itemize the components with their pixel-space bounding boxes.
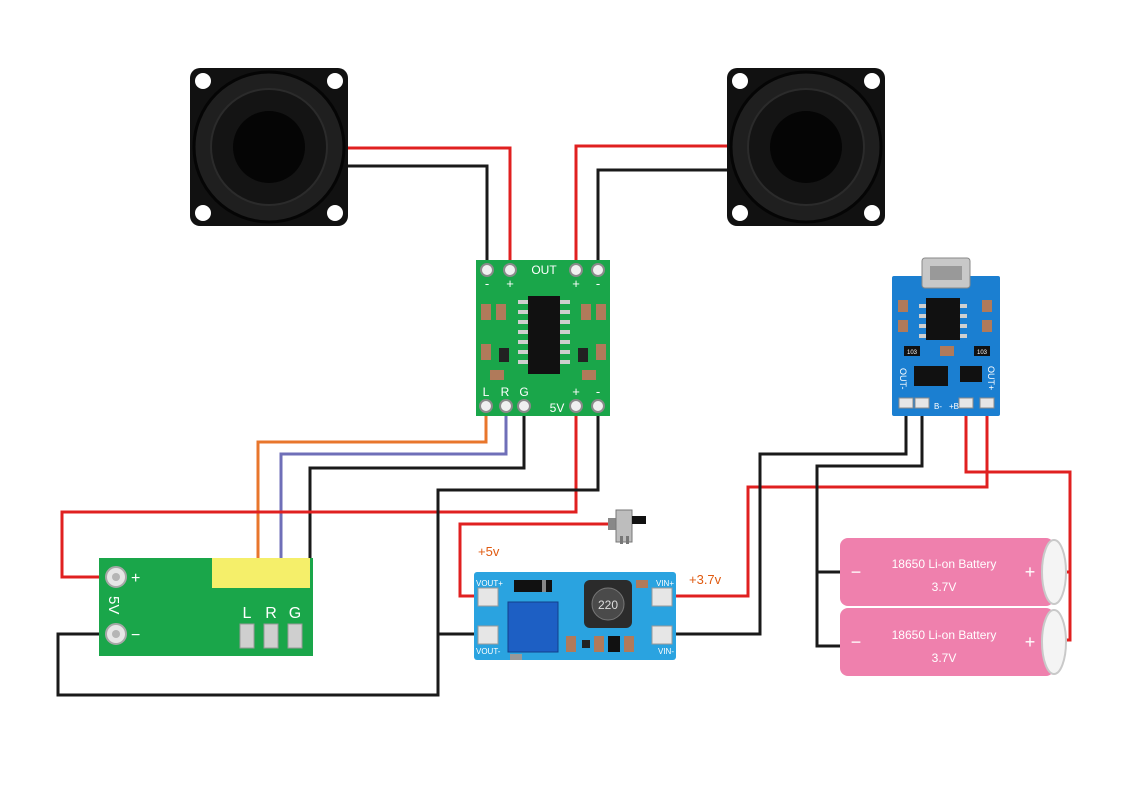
wire-amp-5v-plus: [60, 408, 578, 579]
wire-left-speaker-red: [345, 146, 512, 268]
battery-2-minus: −: [851, 632, 862, 652]
amp-pin-l-label: L: [483, 385, 490, 399]
wire-vin-plus: [660, 402, 989, 598]
boost-vout-minus-label: VOUT-: [476, 647, 501, 656]
battery-1-minus: −: [851, 562, 862, 582]
amp-left-plus-label: +: [506, 276, 514, 291]
charger-b-plus-label: +B: [949, 402, 959, 411]
slide-switch: [608, 509, 646, 544]
wire-right-speaker-black: [596, 168, 730, 268]
amp-right-minus-label: -: [596, 276, 600, 291]
bluetooth-module: + − 5V L R G: [99, 558, 313, 656]
boost-inductor-label: 220: [598, 598, 618, 612]
charger-b-minus-label: B-: [934, 402, 942, 411]
bt-plus-label: +: [131, 570, 140, 587]
battery-2-voltage: 3.7V: [932, 651, 957, 665]
charger-out-plus-label: OUT+: [986, 366, 996, 390]
left-speaker: [190, 68, 348, 226]
amp-power-plus-label: +: [572, 384, 580, 399]
amp-pin-g-label: G: [519, 385, 528, 399]
battery-2: − + 18650 Li-on Battery 3.7V: [840, 608, 1067, 676]
annotation-plus-3-7v: +3.7v: [689, 572, 722, 587]
right-speaker: [727, 68, 885, 226]
wire-vin-minus: [660, 402, 908, 636]
amp-power-minus-label: -: [596, 384, 600, 399]
bt-5v-label: 5V: [105, 596, 122, 614]
charger-resistor-1: 103: [907, 350, 918, 356]
wire-left-speaker-black: [345, 164, 489, 268]
boost-vin-minus-label: VIN-: [658, 647, 674, 656]
bt-pin-g-label: G: [289, 605, 301, 622]
battery-2-name: 18650 Li-on Battery: [892, 628, 997, 642]
boost-converter: VOUT+ VOUT- VIN+ VIN- 220: [474, 572, 676, 660]
annotation-plus-5v: +5v: [478, 544, 500, 559]
amp-out-label: OUT: [531, 263, 557, 277]
battery-1-voltage: 3.7V: [932, 580, 957, 594]
wire-right-speaker-red: [574, 144, 730, 268]
boost-vout-plus-label: VOUT+: [476, 579, 503, 588]
battery-1-plus: +: [1025, 562, 1036, 582]
wire-audio-r: [279, 408, 508, 634]
amp-right-plus-label: +: [572, 276, 580, 291]
wire-b-minus: [815, 402, 924, 648]
amplifier-board: OUT - + + - L R G + - 5V: [476, 260, 610, 416]
charger-module: 103 103 OUT- OUT+ B- +B: [892, 257, 1000, 416]
battery-1-name: 18650 Li-on Battery: [892, 557, 997, 571]
bt-pin-r-label: R: [265, 605, 277, 622]
wires: [56, 144, 1072, 697]
amp-5v-label: 5V: [550, 401, 565, 415]
bt-pin-l-label: L: [243, 605, 252, 622]
wire-audio-l: [256, 408, 488, 634]
bt-minus-label: −: [131, 627, 140, 644]
amp-pin-r-label: R: [501, 385, 510, 399]
boost-vin-plus-label: VIN+: [656, 579, 674, 588]
charger-resistor-2: 103: [977, 350, 988, 356]
battery-1: − + 18650 Li-on Battery 3.7V: [840, 538, 1067, 606]
amp-left-minus-label: -: [485, 276, 489, 291]
wire-amp-5v-minus: [56, 408, 600, 697]
battery-2-plus: +: [1025, 632, 1036, 652]
charger-out-minus-label: OUT-: [898, 368, 908, 390]
